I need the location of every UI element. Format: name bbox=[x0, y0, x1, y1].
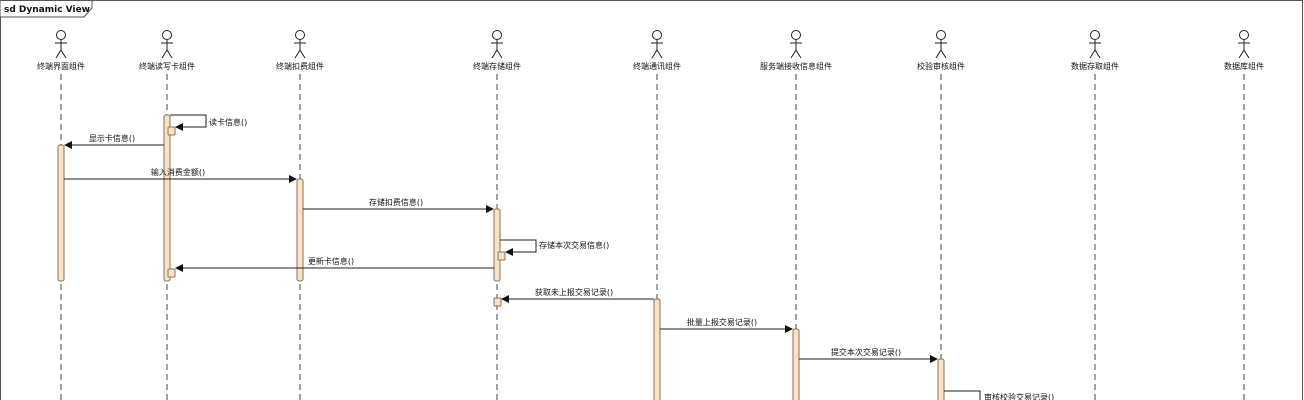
activation-bar bbox=[937, 358, 945, 400]
actor-label: 校验审核组件 bbox=[917, 61, 965, 71]
message-read-card: 读卡信息() bbox=[170, 114, 247, 131]
actor-label: 服务端接收信息组件 bbox=[760, 61, 832, 71]
actor-icon bbox=[55, 30, 67, 59]
activations-layer bbox=[57, 114, 945, 400]
message-batch-report: 批量上报交易记录() bbox=[660, 317, 793, 333]
actor-label: 数据存取组件 bbox=[1071, 61, 1119, 71]
actor-label: 终端存储组件 bbox=[473, 61, 521, 71]
message-update-card: 更新卡信息() bbox=[175, 256, 494, 272]
message-label: 批量上报交易记录() bbox=[687, 317, 757, 327]
actor-icon bbox=[790, 30, 802, 59]
activation-bar bbox=[653, 298, 661, 400]
actor-database: 数据库组件 bbox=[1224, 30, 1264, 400]
actor-label: 终端扣费组件 bbox=[276, 61, 324, 71]
message-label: 存储本次交易信息() bbox=[539, 240, 609, 250]
frame-title: sd Dynamic View bbox=[4, 5, 90, 15]
actor-icon bbox=[1238, 30, 1250, 59]
message-label: 显示卡信息() bbox=[89, 133, 135, 143]
message-label: 输入消费金额() bbox=[151, 167, 205, 177]
message-label: 审核校验交易记录() bbox=[984, 392, 1054, 400]
message-label: 读卡信息() bbox=[209, 117, 247, 127]
activation-bar bbox=[167, 126, 176, 136]
activation-bar bbox=[792, 328, 800, 400]
message-label: 更新卡信息() bbox=[308, 256, 354, 266]
message-store-transaction: 存储本次交易信息() bbox=[500, 239, 609, 256]
activation-bar bbox=[493, 208, 501, 282]
actor-icon bbox=[651, 30, 663, 59]
message-show-card: 显示卡信息() bbox=[64, 133, 164, 149]
actor-icon bbox=[294, 30, 306, 59]
actors-layer: 终端界面组件 终端读写卡组件 终端扣费组件 终端存储组件 终端通讯组件 服务端接… bbox=[37, 30, 1264, 400]
activation-bar bbox=[296, 178, 304, 282]
message-fetch-unreported: 获取未上报交易记录() bbox=[501, 287, 654, 303]
activation-bar bbox=[493, 297, 502, 307]
activation-bar bbox=[57, 144, 65, 282]
message-submit-transaction: 提交本次交易记录() bbox=[799, 347, 938, 363]
message-label: 获取未上报交易记录() bbox=[535, 287, 613, 297]
actor-icon bbox=[1089, 30, 1101, 59]
actor-label: 终端读写卡组件 bbox=[139, 61, 195, 71]
message-verify-transaction: 审核校验交易记录() bbox=[944, 390, 1054, 400]
message-store-deduction: 存储扣费信息() bbox=[303, 197, 494, 213]
actor-label: 数据库组件 bbox=[1224, 61, 1264, 71]
actor-icon bbox=[491, 30, 503, 59]
actor-icon bbox=[161, 30, 173, 59]
actor-label: 终端界面组件 bbox=[37, 61, 85, 71]
actor-label: 终端通讯组件 bbox=[633, 61, 681, 71]
activation-bar bbox=[163, 114, 171, 282]
actor-data-access: 数据存取组件 bbox=[1071, 30, 1119, 400]
frame-title-tab: sd Dynamic View bbox=[0, 0, 93, 18]
actor-verification: 校验审核组件 bbox=[917, 30, 965, 400]
message-label: 存储扣费信息() bbox=[369, 197, 423, 207]
activation-bar bbox=[497, 251, 506, 261]
message-input-amount: 输入消费金额() bbox=[64, 167, 297, 183]
activation-bar bbox=[167, 268, 176, 278]
messages-layer: 读卡信息() 显示卡信息() 输入消费金额() 存储扣费信息() 存储本次交易信… bbox=[64, 114, 1054, 400]
message-label: 提交本次交易记录() bbox=[831, 347, 901, 357]
actor-icon bbox=[935, 30, 947, 59]
